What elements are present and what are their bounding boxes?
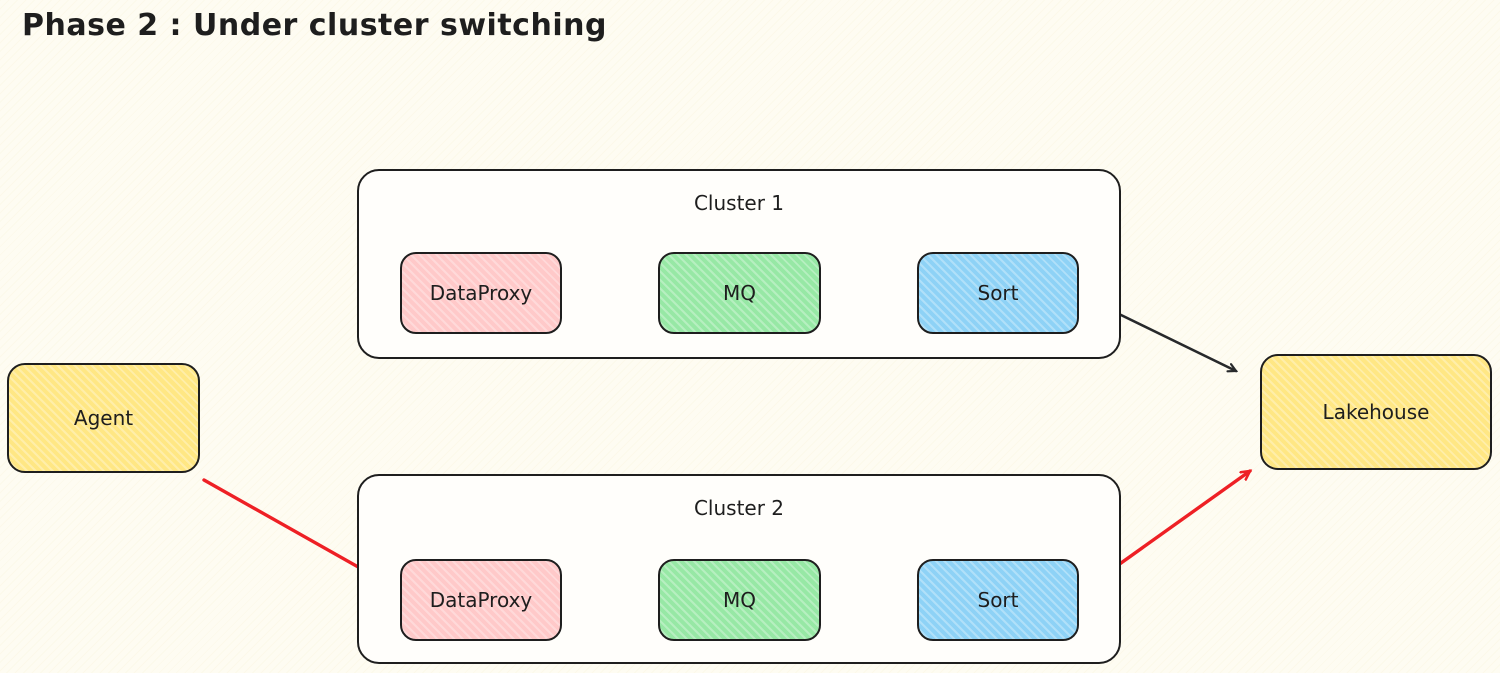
node-cluster2-mq: MQ	[658, 559, 821, 641]
node-cluster1-dataproxy: DataProxy	[400, 252, 562, 334]
node-lakehouse: Lakehouse	[1260, 354, 1492, 470]
node-cluster2-dataproxy: DataProxy	[400, 559, 562, 641]
node-cluster2-sort: Sort	[917, 559, 1079, 641]
cluster-1-label: Cluster 1	[693, 191, 785, 215]
node-cluster1-sort: Sort	[917, 252, 1079, 334]
diagram-title: Phase 2 : Under cluster switching	[22, 8, 607, 43]
cluster-2-container: Cluster 2 DataProxy MQ Sort	[357, 474, 1121, 664]
cluster-1-container: Cluster 1 DataProxy MQ Sort	[357, 169, 1121, 359]
node-agent: Agent	[7, 363, 200, 473]
node-cluster1-mq: MQ	[658, 252, 821, 334]
cluster-2-label: Cluster 2	[693, 496, 785, 520]
